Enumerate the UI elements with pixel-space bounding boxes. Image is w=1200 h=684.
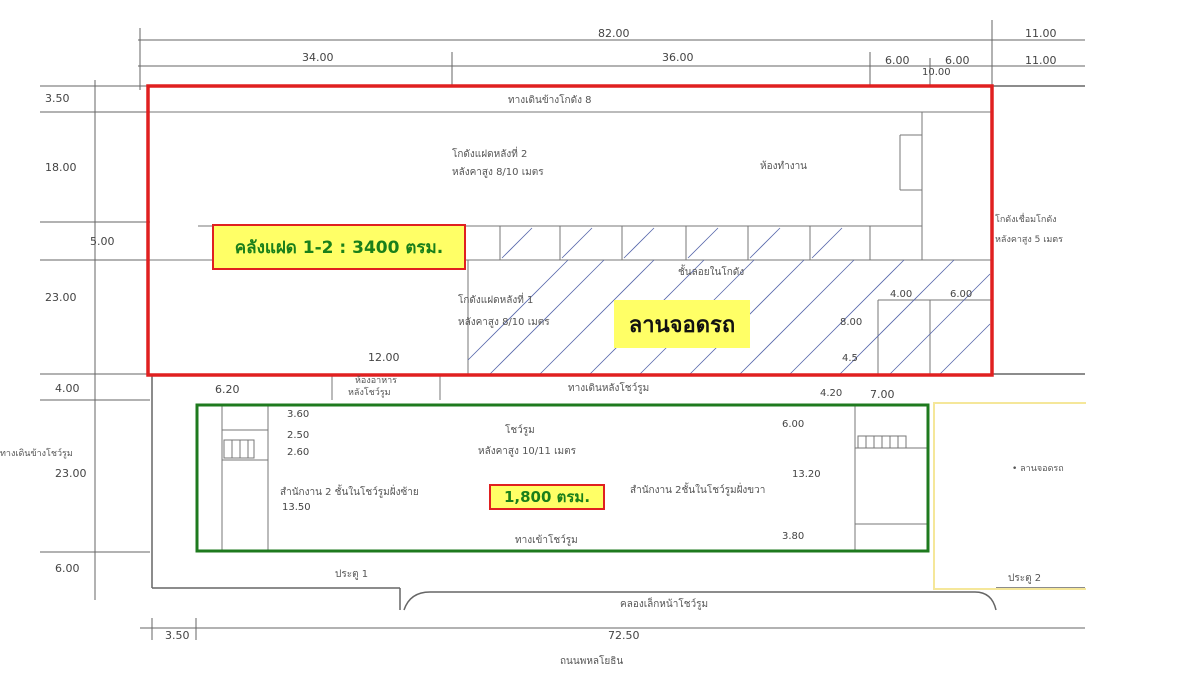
gate-1-label: ประตู 1: [335, 569, 369, 580]
dim-11a: 11.00: [1025, 27, 1057, 40]
dim-7250: 72.50: [608, 629, 640, 642]
dim-260: 2.60: [287, 447, 310, 458]
storage-shelf-label: ชั้นลอยในโกดัง: [678, 267, 745, 278]
dim-620: 6.20: [215, 383, 240, 396]
dim-350-left: 3.50: [45, 92, 70, 105]
warehouse-1-label: โกดังแฝดหลังที่ 1: [458, 295, 534, 306]
showroom-interior: [221, 406, 928, 550]
right-parking-label: • ลานจอดรถ: [1012, 464, 1064, 474]
dim-36: 36.00: [662, 51, 694, 64]
site-boundary: [151, 85, 1085, 611]
left-dimension-lines: [40, 80, 150, 600]
dim-600-inner: 6.00: [782, 419, 805, 430]
dim-700: 7.00: [870, 388, 895, 401]
dim-420: 4.20: [820, 388, 843, 399]
dim-total-width: 82.00: [598, 27, 630, 40]
parking-hatching: [467, 227, 991, 375]
showroom-area-label: 1,800 ตรม.: [489, 484, 605, 510]
canteen-label: ห้องอาหาร: [355, 376, 398, 386]
dim-800: 8.00: [840, 317, 863, 328]
showroom-entrance-label: ทางเข้าโชว์รูม: [515, 535, 578, 546]
office-right-label: สำนักงาน 2ชั้นในโชว์รูมฝั่งขวา: [630, 485, 766, 496]
dim-1320: 13.20: [792, 469, 821, 480]
warehouse-walkway-label: ทางเดินข้างโกดัง 8: [508, 95, 592, 106]
dim-6a: 6.00: [885, 54, 910, 67]
dim-380: 3.80: [782, 531, 805, 542]
dim-23-upper: 23.00: [45, 291, 77, 304]
top-dimension-lines: [138, 20, 1085, 90]
right-lot-outline: [933, 402, 1095, 590]
dim-5-left: 5.00: [90, 235, 115, 248]
dim-6b: 6.00: [945, 54, 970, 67]
right-edge-mask: [1086, 0, 1200, 684]
office-left-label: สำนักงาน 2 ชั้นในโชว์รูมฝั่งซ้าย: [280, 487, 419, 498]
showroom-label: โชว์รูม: [505, 425, 535, 436]
office-room-label: ห้องทำงาน: [760, 161, 808, 172]
warehouse-area-label: คลังแฝด 1-2 : 3400 ตรม.: [212, 224, 466, 270]
dim-45: 4.5: [842, 353, 858, 364]
showroom-outline: [195, 403, 930, 553]
dim-600-right: 6.00: [950, 289, 973, 300]
showroom-height-label: หลังคาสูง 10/11 เมตร: [478, 446, 576, 457]
dim-11b: 11.00: [1025, 54, 1057, 67]
warehouse-link-label: โกดังเชื่อมโกดัง: [995, 215, 1057, 225]
dim-1350: 13.50: [282, 502, 311, 513]
dim-34: 34.00: [302, 51, 334, 64]
warehouse-1-height-label: หลังคาสูง 8/10 เมตร: [458, 317, 550, 328]
dim-6-left: 6.00: [55, 562, 80, 575]
warehouse-outline: [146, 84, 994, 377]
dim-350-bottom: 3.50: [165, 629, 190, 642]
back-walkway-label: ทางเดินหลังโชว์รูม: [568, 383, 650, 394]
warehouse-2-label: โกดังแฝดหลังที่ 2: [452, 149, 528, 160]
road-label: ถนนพหลโยธิน: [560, 656, 624, 667]
dim-360: 3.60: [287, 409, 310, 420]
canteen-sub-label: หลังโชว์รูม: [348, 388, 391, 398]
dim-12: 12.00: [368, 351, 400, 364]
gate-2-label: ประตู 2: [1008, 573, 1042, 584]
dim-4-left: 4.00: [55, 382, 80, 395]
bottom-dimension-lines: [140, 618, 1085, 640]
canal-label: คลองเล็กหน้าโชว์รูม: [620, 599, 709, 610]
dim-250: 2.50: [287, 430, 310, 441]
warehouse-2-height-label: หลังคาสูง 8/10 เมตร: [452, 167, 544, 178]
warehouse-link-height-label: หลังคาสูง 5 เมตร: [995, 235, 1063, 245]
dim-23-lower: 23.00: [55, 467, 87, 480]
side-walkway-label: ทางเดินข้างโชว์รูม: [0, 449, 73, 459]
dim-400-right: 4.00: [890, 289, 913, 300]
parking-area-label: ลานจอดรถ: [614, 300, 750, 348]
dim-10: 10.00: [922, 67, 951, 78]
dim-18-left: 18.00: [45, 161, 77, 174]
